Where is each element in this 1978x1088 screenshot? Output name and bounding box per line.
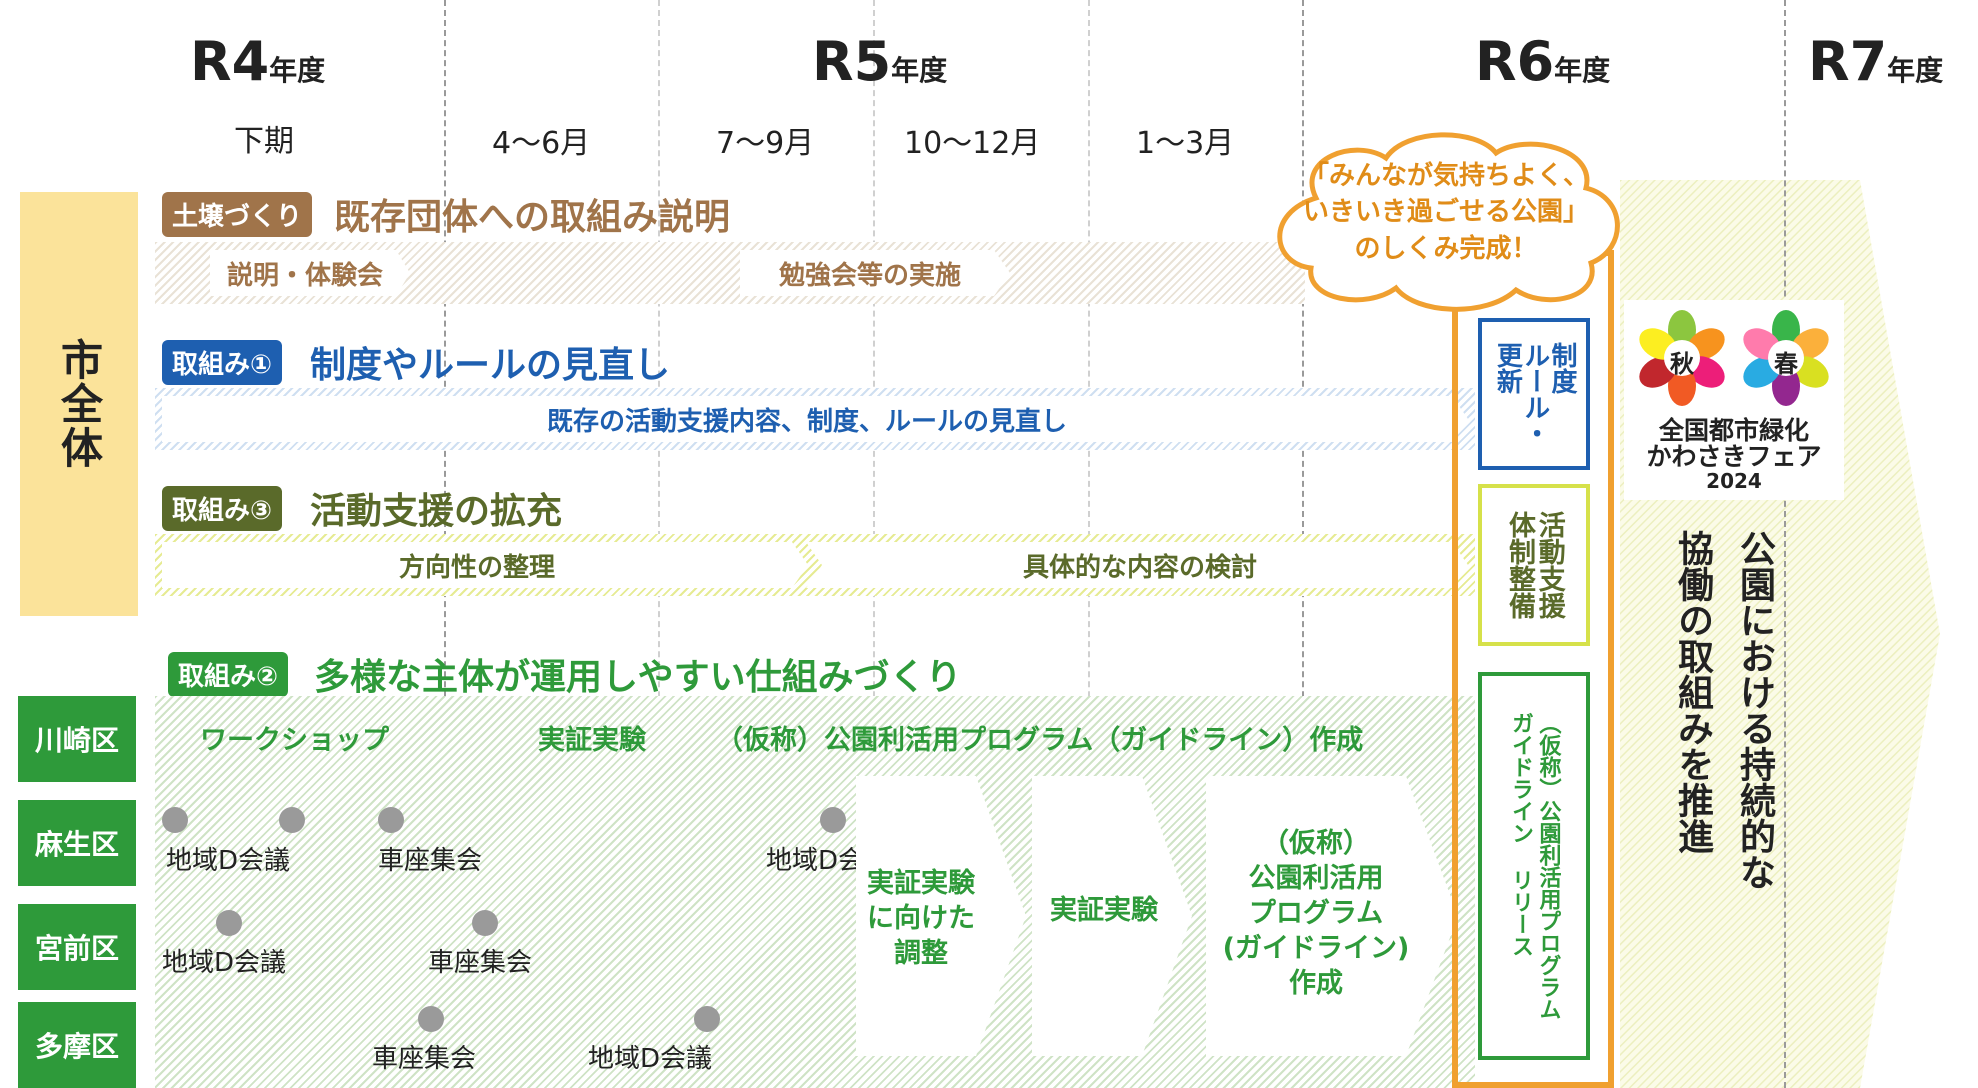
effort2-title: 多様な主体が運用しやすい仕組みづくり: [314, 657, 962, 698]
soil-step-2: 勉強会等の実施: [778, 260, 961, 291]
chevron-3-line: 作成: [1289, 968, 1343, 1000]
year-r5: R5年度: [812, 30, 948, 93]
effort3-tag: 取組み③: [162, 486, 283, 531]
period-h2: 下期: [234, 124, 294, 159]
fair-name-line: 全国都市緑化: [1658, 416, 1809, 445]
effort3-step-1-arrow: [162, 542, 808, 588]
support-system-col: 活動支援: [1533, 511, 1565, 619]
fair-name: 全国都市緑化 かわさきフェア 2024: [1624, 416, 1844, 493]
r7-message-col: 協働の取組みを推進: [1672, 530, 1713, 854]
district-tama: 多摩区: [18, 1002, 136, 1088]
divider-r6-r7: [1784, 0, 1786, 1088]
rules-update-box: 制度 ルール・ 更新: [1478, 318, 1590, 470]
milestone-dot: [162, 807, 188, 833]
district-kawasaki: 川崎区: [18, 696, 136, 782]
effort3-step-1: 方向性の整理: [398, 552, 555, 583]
chevron-2-shape: [1032, 776, 1192, 1056]
milestone-dot: [694, 1006, 720, 1032]
citywide-label: 市全体: [20, 192, 138, 616]
citywide-label-text: 市全体: [54, 338, 104, 470]
milestone-dot: [820, 807, 846, 833]
period-q4: 1〜3月: [1136, 126, 1235, 161]
milestone-dot: [378, 807, 404, 833]
rules-update-col: ルール・: [1519, 342, 1550, 446]
soil-tag: 土壌づくり: [162, 192, 313, 237]
r7-message-col: 公園における持続的な: [1734, 530, 1775, 890]
chevron-1-line: 実証実験: [867, 868, 975, 899]
cloud-line: いきいき過ごせる公園」: [1302, 197, 1589, 228]
rules-update-col: 制度: [1546, 342, 1577, 394]
chevron-3: （仮称） 公園利活用 プログラム (ガイドライン) 作成: [1206, 826, 1426, 1001]
chevron-2-line: 実証実験: [1050, 895, 1158, 926]
tama-meeting-1: 車座集会: [372, 1044, 477, 1074]
chevron-3-line: プログラム: [1248, 898, 1384, 930]
autumn-label: 秋: [1670, 350, 1694, 378]
cloud-line: 「みんなが気持ちよく、: [1302, 161, 1589, 191]
fair-year: 2024: [1706, 468, 1762, 493]
effort1-bar-arrow: [162, 396, 1468, 442]
chevron-3-line: (ガイドライン): [1222, 933, 1410, 965]
program-release-box: （仮称）公園利活用プログラム ガイドライン リリース: [1478, 672, 1590, 1060]
district-asao: 麻生区: [18, 800, 136, 886]
rules-update-col: 更新: [1492, 342, 1523, 394]
period-q3: 10〜12月: [904, 126, 1041, 161]
year-r4: R4年度: [190, 30, 326, 93]
milestone-dot: [279, 807, 305, 833]
chevron-1-shape: [856, 776, 1026, 1056]
milestone-dot: [472, 910, 498, 936]
district-miyamae: 宮前区: [18, 904, 136, 990]
soil-title: 既存団体への取組み説明: [334, 197, 731, 238]
effort1-tag: 取組み①: [162, 340, 283, 385]
miyamae-meeting-1: 地域D会議: [162, 948, 287, 978]
cloud-line: のしくみ完成！: [1354, 233, 1538, 264]
asao-meeting-1: 地域D会議: [166, 846, 291, 876]
support-system-col: 体制整備: [1504, 511, 1535, 619]
chevron-1: 実証実験 に向けた 調整: [856, 866, 986, 971]
effort1-title: 制度やルールの見直し: [310, 345, 671, 386]
r7-message: 公園における持続的な 協働の取組みを推進: [1666, 530, 1780, 970]
soil-step-2-arrow: [740, 250, 1010, 296]
chevron-2: 実証実験: [1034, 888, 1174, 927]
program-release-col: ガイドライン リリース: [1508, 712, 1533, 957]
year-r6: R6年度: [1475, 30, 1611, 93]
cloud-shape: [1277, 132, 1620, 312]
tama-meeting-2: 地域D会議: [588, 1044, 713, 1074]
milestone-dot: [216, 910, 242, 936]
period-q2: 7〜9月: [716, 126, 815, 161]
period-q1: 4〜6月: [492, 126, 591, 161]
chevron-3-shape: [1206, 776, 1458, 1056]
support-system-box: 活動支援 体制整備: [1478, 484, 1590, 646]
spring-flower-icon: [1743, 310, 1829, 406]
effort2-step-workshop: ワークショップ: [200, 725, 389, 756]
effort3-step-2-arrow: [806, 542, 1468, 588]
support-system-text: 活動支援 体制整備: [1504, 511, 1565, 619]
effort2-step-trial: 実証実験: [538, 725, 646, 756]
chevron-1-line: に向けた: [867, 903, 975, 935]
chevron-1-line: 調整: [894, 938, 948, 970]
rules-update-text: 制度 ルール・ 更新: [1492, 342, 1577, 446]
effort2-step-program: （仮称）公園利活用プログラム（ガイドライン）作成: [716, 725, 1364, 756]
milestone-dot: [418, 1006, 444, 1032]
effort3-title: 活動支援の拡充: [310, 491, 563, 532]
soil-step-1-arrow: [210, 250, 410, 296]
cloud-message: 「みんなが気持ちよく、 いきいき過ごせる公園」 のしくみ完成！: [1276, 158, 1616, 267]
chevron-3-line: （仮称）: [1262, 828, 1370, 859]
effort3-step-2: 具体的な内容の検討: [1022, 552, 1257, 583]
autumn-flower-icon: [1639, 310, 1725, 406]
effort1-bar: 既存の活動支援内容、制度、ルールの見直し: [546, 406, 1067, 437]
miyamae-meeting-2: 車座集会: [428, 948, 533, 978]
chevron-3-line: 公園利活用: [1248, 863, 1384, 895]
program-release-col: （仮称）公園利活用プログラム: [1535, 712, 1561, 1020]
program-release-text: （仮称）公園利活用プログラム ガイドライン リリース: [1507, 712, 1562, 1020]
spring-label: 春: [1774, 350, 1798, 378]
year-r7: R7年度: [1808, 30, 1944, 93]
greening-fair-logo: 秋 春 全国都市緑化 かわさきフェア 2024: [1624, 300, 1844, 500]
effort2-tag: 取組み②: [168, 652, 289, 697]
asao-meeting-2: 車座集会: [378, 846, 483, 876]
soil-step-1: 説明・体験会: [226, 260, 383, 291]
fair-name-line: かわさきフェア: [1646, 442, 1822, 472]
